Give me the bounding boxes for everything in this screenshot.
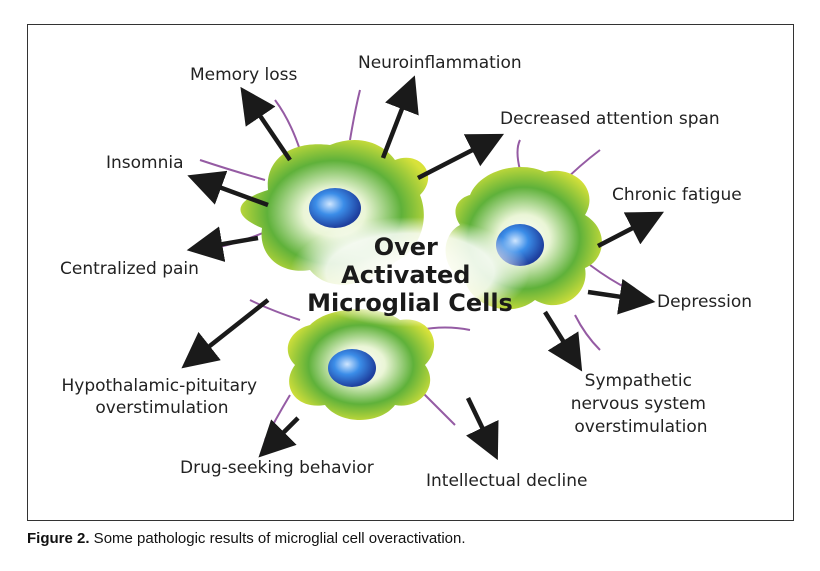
arrow-chronic-fatigue	[596, 211, 664, 248]
label-insomnia: Insomnia	[106, 153, 184, 173]
arrow-hypothalamic	[181, 298, 270, 369]
arrow-drug-seeking	[258, 416, 300, 458]
figure-caption: Figure 2. Some pathologic results of mic…	[27, 530, 466, 547]
label-chronic-fatigue: Chronic fatigue	[612, 185, 742, 205]
label-centralized-pain: Centralized pain	[60, 259, 199, 279]
center-glow	[290, 217, 530, 327]
label-decreased-attention: Decreased attention span	[500, 109, 720, 129]
label-intellectual-decline: Intellectual decline	[426, 471, 587, 491]
arrow-intellectual-decline	[465, 397, 499, 461]
figure-frame	[27, 24, 794, 521]
label-depression: Depression	[657, 292, 752, 312]
caption-text: Some pathologic results of microglial ce…	[89, 530, 466, 547]
label-hypothalamic: Hypothalamic-pituitary overstimulation	[61, 376, 262, 418]
label-memory-loss: Memory loss	[190, 65, 298, 85]
arrow-insomnia	[187, 170, 269, 208]
arrows	[181, 75, 664, 461]
caption-figure-number: Figure 2.	[27, 530, 90, 547]
arrow-centralized-pain	[186, 226, 259, 262]
microglial-cell-bottom	[249, 299, 471, 441]
arrow-sympathetic	[543, 310, 583, 372]
arrow-neuroinflammation	[380, 75, 419, 159]
nucleus	[309, 188, 361, 228]
nucleus	[328, 349, 376, 387]
center-label: Over Activated Microglial Cells	[307, 233, 513, 317]
arrow-memory-loss	[240, 86, 292, 162]
label-neuroinflammation: Neuroinflammation	[358, 53, 522, 73]
label-drug-seeking: Drug-seeking behavior	[180, 458, 374, 478]
arrow-depression	[587, 278, 656, 315]
arrow-decreased-attention	[416, 133, 505, 181]
label-sympathetic: Sympathetic nervous system overstimulati…	[571, 371, 712, 437]
microglia-diagram: Over Activated Microglial Cells Memory l…	[60, 53, 752, 491]
